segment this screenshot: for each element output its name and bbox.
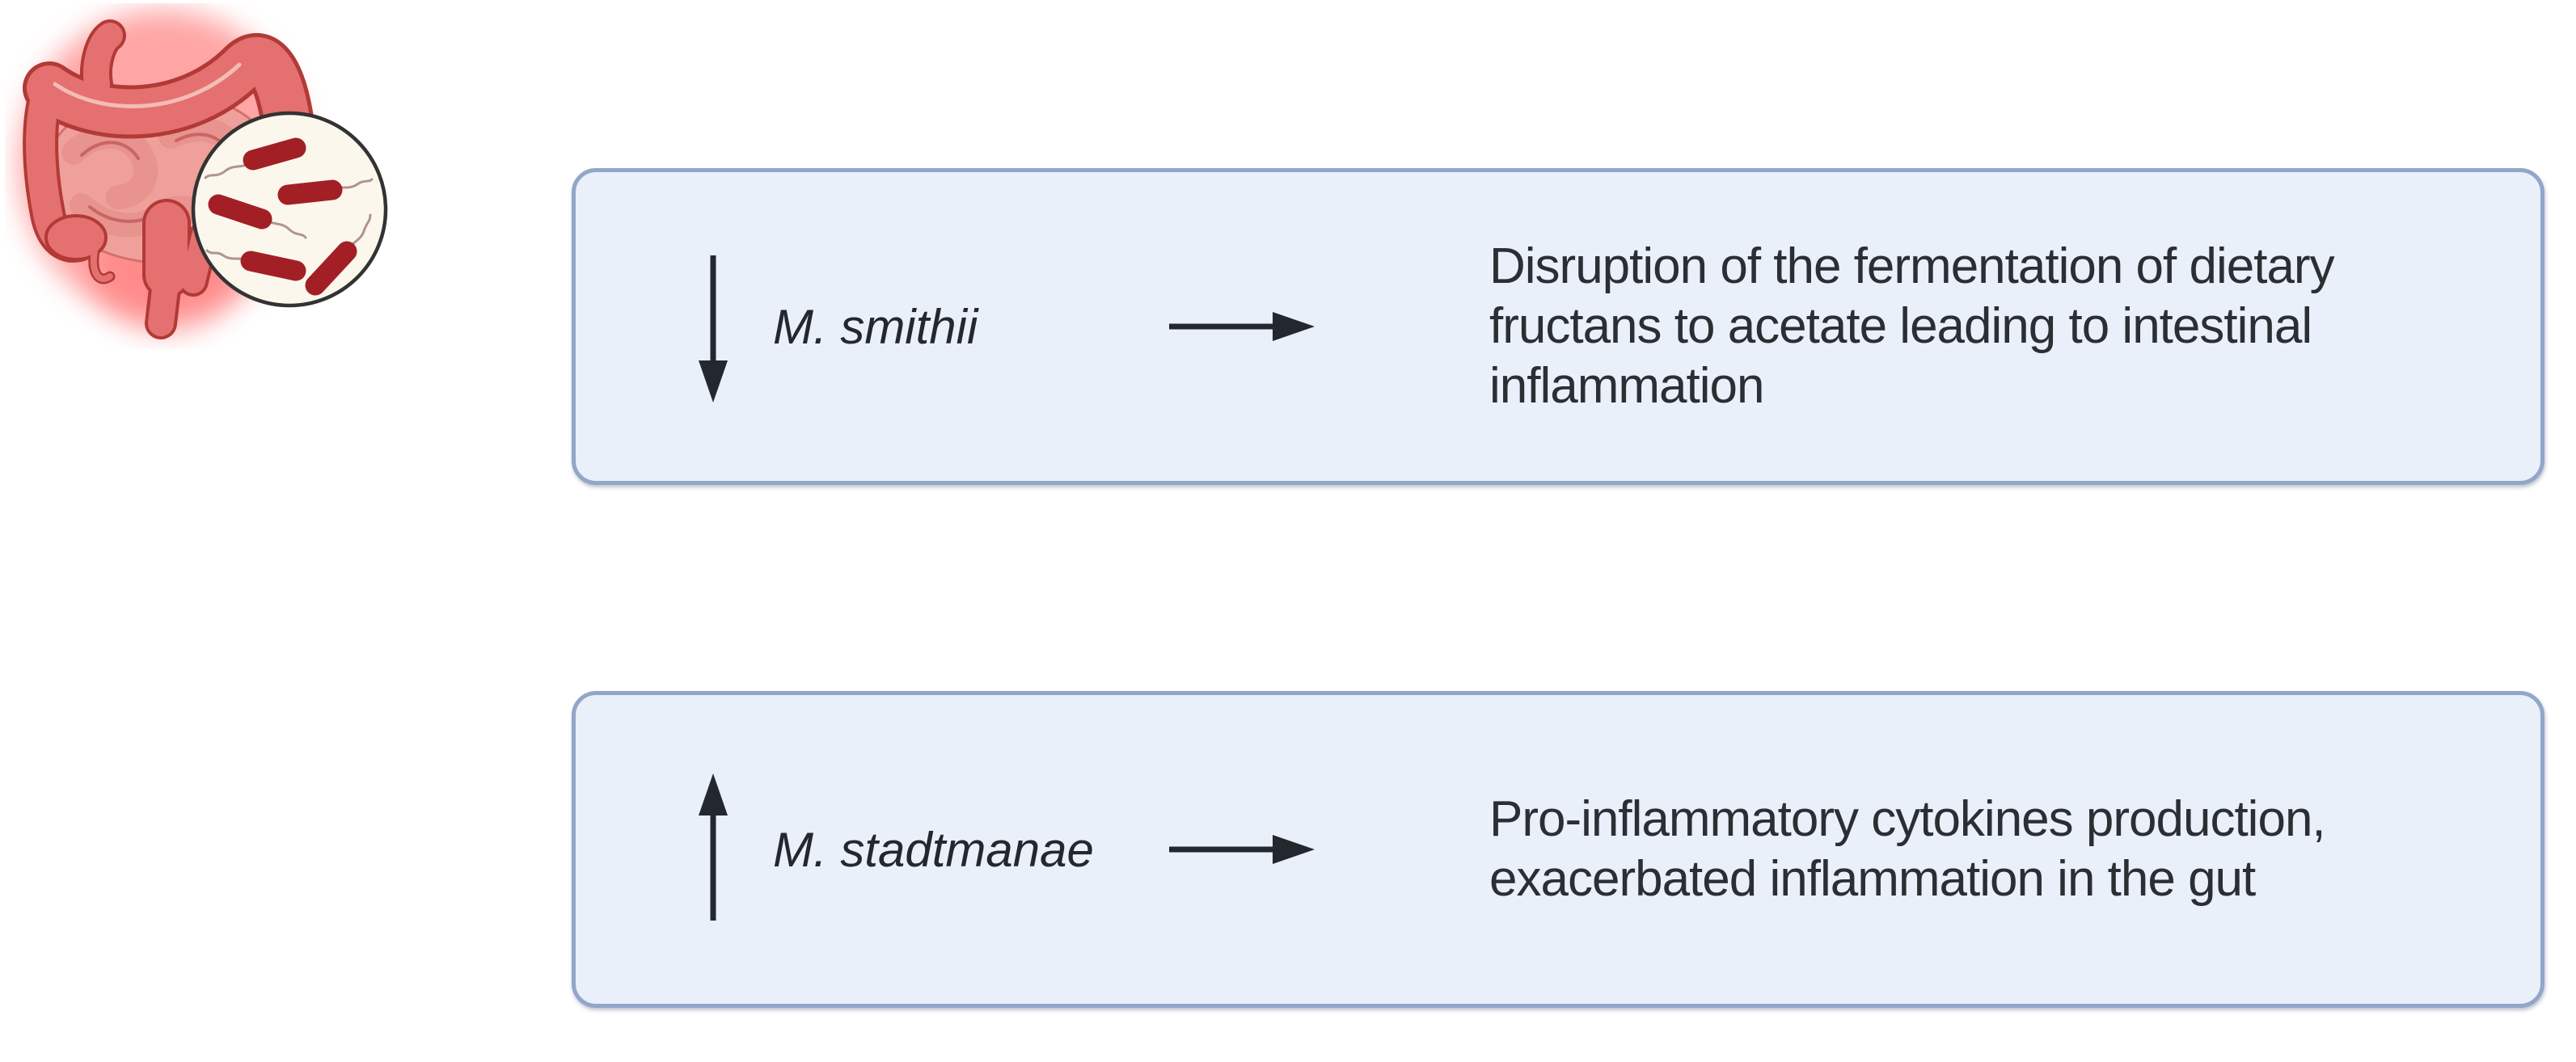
finding-box-m-smithii: M. smithii Disruption of the fermentatio…: [572, 168, 2544, 485]
species-name: M. smithii: [773, 299, 978, 354]
effect-line: Pro-inflammatory cytokines production,: [1489, 791, 2326, 847]
effect-line: fructans to acetate leading to intestina…: [1489, 298, 2312, 354]
effect-description: Disruption of the fermentation of dietar…: [1489, 237, 2335, 416]
effect-line: inflammation: [1489, 358, 1764, 414]
large-intestine: [23, 19, 319, 339]
finding-box-m-stadtmanae: M. stadtmanae Pro-inflammatory cytokines…: [572, 691, 2544, 1008]
increase-arrow-icon: [699, 773, 728, 921]
leads-to-arrow-icon: [1169, 835, 1315, 864]
bacteria-rod-icon: [208, 137, 357, 296]
species-name: M. stadtmanae: [773, 822, 1094, 877]
effect-description: Pro-inflammatory cytokines production, e…: [1489, 790, 2326, 909]
magnifier-lens-icon: [191, 111, 388, 308]
decrease-arrow-icon: [699, 255, 728, 402]
leads-to-arrow-icon: [1169, 312, 1315, 341]
intestine-icon: [19, 10, 388, 339]
gut-illustration: [5, 3, 396, 349]
effect-line: Disruption of the fermentation of dietar…: [1489, 238, 2335, 294]
effect-line: exacerbated inflammation in the gut: [1489, 851, 2256, 907]
